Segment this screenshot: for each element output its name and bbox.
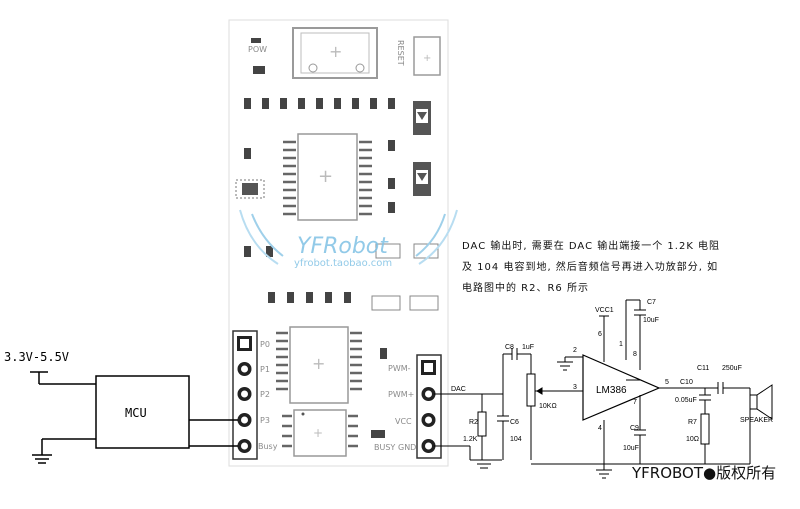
c6-label: C6	[510, 419, 519, 426]
pin-label-pwm-plus: PWM+	[388, 390, 414, 399]
pin-8: 8	[633, 351, 637, 358]
circle-icon: ●	[703, 464, 717, 482]
left-pin-header: P0 P1 P2 P3 Busy	[232, 330, 278, 460]
c9-label: C9	[630, 425, 639, 432]
watermark: YFRobot yfrobot.taobao.com	[239, 209, 458, 269]
pin-label-p2: P2	[260, 390, 270, 399]
c8-label: C8	[505, 344, 514, 351]
pin-label-busy: Busy	[258, 442, 278, 451]
c7-label: C7	[647, 299, 656, 306]
busy-led-label: BUSY	[374, 443, 395, 452]
reset-label: RESET	[396, 40, 405, 66]
svg-text:+: +	[318, 166, 333, 187]
c8-value: 1uF	[522, 344, 534, 351]
pin-label-p3: P3	[260, 416, 270, 425]
c11-label: C11	[697, 365, 709, 372]
pin-label-p1: P1	[260, 365, 270, 374]
copyright-text: 版权所有	[716, 464, 777, 482]
c11-value: 250uF	[722, 365, 742, 372]
vcc1-label: VCC1	[595, 307, 614, 314]
copyright-brand: YFROBOT	[632, 464, 704, 482]
r2-value: 1.2K	[463, 436, 478, 443]
watermark-url: yfrobot.taobao.com	[294, 258, 392, 269]
speaker-label: SPEAKER	[740, 417, 773, 424]
mcu-box	[95, 375, 190, 449]
dac-label: DAC	[451, 386, 466, 393]
pcb-board: + + RESET POW +	[228, 19, 449, 467]
pin-7: 7	[633, 399, 637, 406]
c9-value: 10uF	[623, 445, 639, 452]
pin-2: 2	[573, 347, 577, 354]
amplifier-schematic	[434, 299, 773, 479]
amp-label: LM386	[596, 385, 627, 396]
svg-text:+: +	[313, 426, 323, 440]
pin-label-gnd: GND	[398, 443, 416, 452]
watermark-brand: YFRobot	[297, 234, 389, 259]
pin-3: 3	[573, 384, 577, 391]
r7-value: 10Ω	[686, 436, 699, 443]
pin-4: 4	[598, 425, 602, 432]
c10-label: C10	[680, 379, 693, 386]
pin-6: 6	[598, 331, 602, 338]
supply-voltage-label: 3.3V-5.5V	[4, 350, 69, 364]
c6-value: 104	[510, 436, 522, 443]
pin-label-vcc: VCC	[395, 417, 412, 426]
pin-label-pwm-minus: PWM-	[388, 364, 411, 373]
pin-label-p0: P0	[260, 340, 270, 349]
svg-text:+: +	[423, 53, 431, 64]
note-line-1: DAC 输出时, 需要在 DAC 输出端接一个 1.2K 电阻	[462, 241, 721, 252]
pot-value: 10KΩ	[539, 403, 557, 410]
c7-value: 10uF	[643, 317, 659, 324]
c10-value: 0.05uF	[675, 397, 697, 404]
r7-label: R7	[688, 419, 697, 426]
schematic-labels: DAC C8 1uF R2 1.2K C6 104 10KΩ LM386 VCC…	[451, 299, 773, 452]
note-line-3: 电路图中的 R2、R6 所示	[462, 283, 589, 294]
mcu-section: 3.3V-5.5V MCU	[4, 350, 238, 464]
pin-5: 5	[665, 379, 669, 386]
svg-text:+: +	[329, 42, 342, 61]
r2-label: R2	[469, 419, 478, 426]
right-pin-header: PWM- PWM+ VCC GND BUSY	[374, 354, 442, 459]
mcu-label: MCU	[125, 406, 147, 420]
copyright-notice: YFROBOT●版权所有	[632, 462, 776, 483]
pin-1: 1	[619, 341, 623, 348]
pow-label: POW	[248, 45, 267, 54]
svg-text:+: +	[312, 354, 325, 373]
note-line-2: 及 104 电容到地, 然后音频信号再进入功放部分, 如	[462, 262, 719, 273]
